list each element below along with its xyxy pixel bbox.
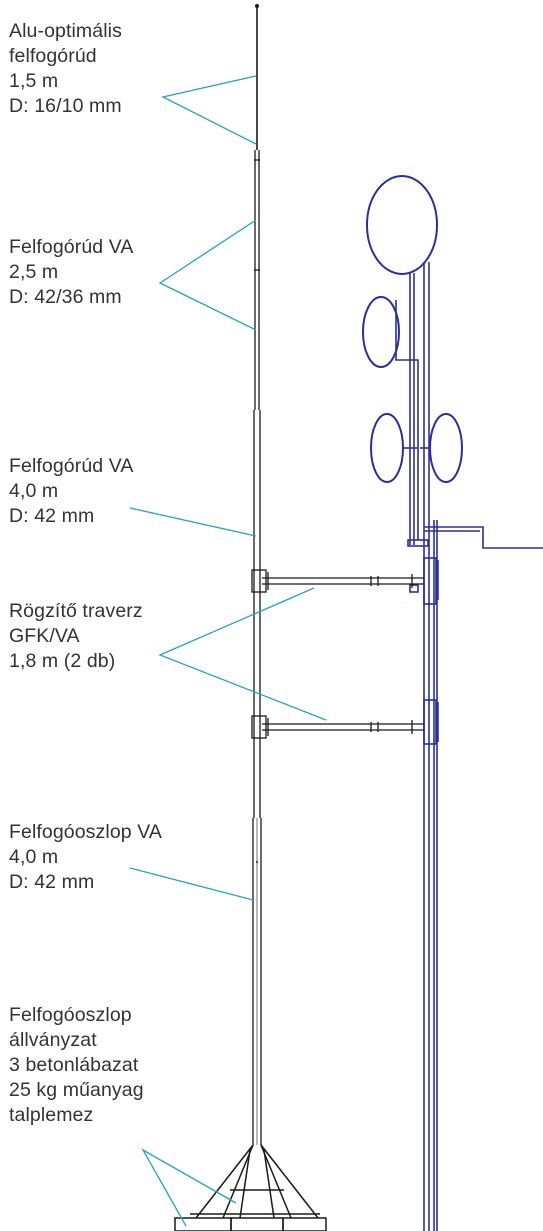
label-stand: Felfogóoszlop állványzat 3 betonlábazat … bbox=[9, 1003, 144, 1128]
label-line: 3 betonlábazat bbox=[9, 1054, 139, 1076]
label-line: 4,0 m bbox=[9, 480, 59, 502]
antenna-dish-lower-right bbox=[429, 413, 463, 483]
label-line: GFK/VA bbox=[9, 625, 80, 647]
label-line: állványzat bbox=[9, 1029, 97, 1051]
label-column-va: Felfogóoszlop VA 4,0 m D: 42 mm bbox=[9, 820, 162, 895]
label-line: 25 kg műanyag bbox=[9, 1079, 144, 1101]
label-line: D: 42 mm bbox=[9, 505, 95, 527]
label-line: D: 42 mm bbox=[9, 871, 95, 893]
label-line: Rögzítő traverz bbox=[9, 600, 143, 622]
traverse-upper bbox=[251, 569, 424, 593]
label-line: Felfogóoszlop VA bbox=[9, 821, 162, 843]
leader-traverse bbox=[158, 587, 327, 721]
label-rod-va-25: Felfogórúd VA 2,5 m D: 42/36 mm bbox=[9, 235, 134, 310]
column-va-segment bbox=[252, 818, 262, 1145]
label-line: D: 42/36 mm bbox=[9, 286, 122, 308]
antenna-dish-left bbox=[362, 296, 400, 368]
antenna-dish-lower-left bbox=[370, 413, 404, 483]
label-line: Felfogóoszlop bbox=[9, 1004, 132, 1026]
rod-va-25-segment bbox=[254, 150, 260, 410]
label-line: 1,5 m bbox=[9, 70, 59, 92]
leader-lines bbox=[129, 75, 327, 1227]
antenna-dish-top bbox=[366, 175, 438, 275]
leader-stand bbox=[141, 1148, 237, 1227]
label-line: 2,5 m bbox=[9, 261, 59, 283]
label-rod-va-40: Felfogórúd VA 4,0 m D: 42 mm bbox=[9, 454, 134, 529]
label-traverse: Rögzítő traverz GFK/VA 1,8 m (2 db) bbox=[9, 599, 143, 674]
label-line: D: 16/10 mm bbox=[9, 95, 122, 117]
mast bbox=[174, 4, 424, 1231]
label-line: Felfogórúd VA bbox=[9, 455, 134, 477]
label-line: 4,0 m bbox=[9, 846, 59, 868]
leader-column-va bbox=[129, 867, 254, 901]
leader-alu-rod bbox=[161, 75, 257, 145]
label-line: talplemez bbox=[9, 1104, 94, 1126]
label-line: Alu-optimális bbox=[9, 20, 122, 42]
leader-rod-va-25 bbox=[158, 219, 257, 331]
label-alu-rod: Alu-optimális felfogórúd 1,5 m D: 16/10 … bbox=[9, 19, 122, 119]
antenna-structure bbox=[362, 175, 543, 1231]
base-plates bbox=[174, 1213, 327, 1231]
tripod-stand bbox=[195, 1144, 319, 1219]
label-line: Felfogórúd VA bbox=[9, 236, 134, 258]
label-line: 1,8 m (2 db) bbox=[9, 650, 116, 672]
label-line: felfogórúd bbox=[9, 45, 97, 67]
leader-rod-va-40 bbox=[129, 507, 257, 537]
antenna-pipes bbox=[395, 262, 543, 1231]
traverse-lower bbox=[251, 715, 424, 739]
